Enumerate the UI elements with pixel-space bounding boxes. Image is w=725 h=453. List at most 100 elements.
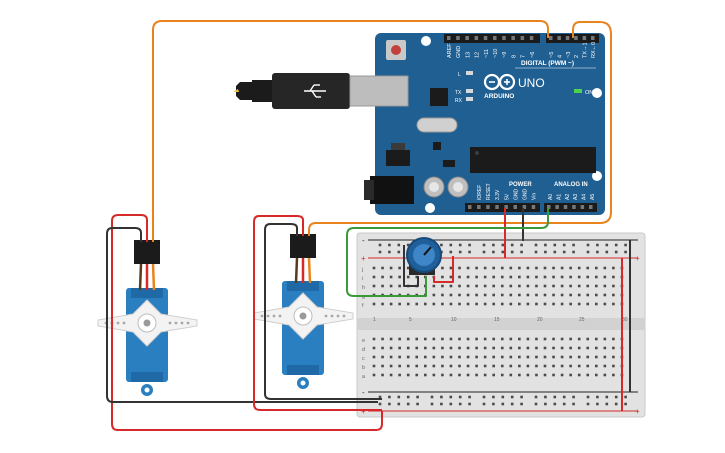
breadboard-hole	[612, 284, 615, 288]
rail-hole	[378, 243, 382, 247]
breadboard-hole	[543, 293, 547, 297]
header-pin	[574, 36, 578, 40]
breadboard-hole	[458, 373, 461, 377]
breadboard-hole	[518, 364, 521, 368]
breadboard-hole	[586, 346, 590, 350]
wires	[106, 20, 631, 431]
breadboard-hole	[492, 346, 495, 350]
breadboard-hole	[441, 346, 444, 350]
digital-pin-label: 2	[574, 55, 580, 58]
breadboard-hole	[466, 302, 470, 306]
breadboard-hole	[406, 373, 410, 377]
wire-servo1-power	[111, 214, 383, 431]
breadboard-hole	[432, 355, 436, 359]
rail-hole	[397, 243, 401, 247]
digital-pin-label: 8	[511, 55, 517, 58]
wire-servo1-ground	[106, 227, 378, 403]
breadboard-hole	[518, 275, 521, 279]
potentiometer[interactable]	[406, 237, 442, 275]
header-pin	[504, 205, 508, 209]
breadboard-hole	[449, 302, 453, 306]
header-pin	[555, 205, 559, 209]
breadboard-hole	[398, 355, 401, 359]
breadboard-hole	[518, 266, 521, 270]
breadboard-hole	[603, 364, 607, 368]
breadboard-hole	[535, 293, 538, 297]
col-number-25: 25	[579, 317, 585, 323]
header-pin	[486, 205, 490, 209]
breadboard-hole	[441, 364, 444, 368]
rail-hole	[458, 395, 462, 399]
breadboard-hole	[569, 355, 572, 359]
mounting-hole	[421, 36, 431, 46]
breadboard-hole	[432, 373, 436, 377]
breadboard-hole	[492, 337, 495, 341]
rail-hole	[534, 250, 538, 254]
breadboard-hole	[389, 302, 393, 306]
rail-hole	[572, 243, 575, 247]
power-pin-label: GND	[523, 189, 529, 201]
led-l-label: L	[458, 72, 461, 78]
col-number-10: 10	[451, 317, 457, 323]
rail-hole	[586, 243, 590, 247]
rail-hole	[449, 395, 453, 399]
wire-pot-ground	[403, 245, 419, 287]
breadboard-hole	[458, 364, 461, 368]
rail-hole	[501, 250, 505, 254]
digital-pin-label: 12	[475, 52, 481, 58]
breadboard-hole	[595, 337, 598, 341]
breadboard-hole	[389, 346, 393, 350]
col-number-15: 15	[494, 317, 500, 323]
breadboard-hole	[560, 266, 564, 270]
header-pin	[557, 36, 561, 40]
breadboard-hole	[577, 364, 581, 368]
rail-hole	[596, 395, 599, 399]
rail-hole	[624, 395, 627, 399]
breadboard-hole	[466, 275, 470, 279]
breadboard-hole	[381, 373, 384, 377]
breadboard-hole	[560, 284, 564, 288]
rail-hole	[449, 243, 453, 247]
rail-hole	[416, 402, 419, 406]
header-pin	[549, 36, 553, 40]
rail-hole	[614, 250, 618, 254]
breadboard-hole	[518, 346, 521, 350]
breadboard-hole	[526, 266, 530, 270]
rail-hole	[416, 395, 419, 399]
digital-label: DIGITAL (PWM ~)	[521, 60, 574, 67]
breadboard-hole	[372, 337, 376, 341]
breadboard-hole	[415, 355, 419, 359]
breadboard-hole	[569, 302, 572, 306]
breadboard-hole	[552, 364, 555, 368]
rail-hole	[449, 250, 453, 254]
breadboard-hole	[509, 346, 513, 350]
reset-button-cap[interactable]	[391, 45, 401, 55]
breadboard-hole	[500, 373, 504, 377]
wire-servo1-signal	[152, 20, 549, 242]
usb-icon	[304, 84, 326, 98]
breadboard-hole	[458, 266, 461, 270]
row-letter-b: b	[362, 365, 365, 371]
breadboard-hole	[526, 364, 530, 368]
breadboard-hole	[372, 284, 376, 288]
breadboard-hole	[595, 284, 598, 288]
header-pin	[477, 205, 481, 209]
rail-hole	[534, 243, 538, 247]
breadboard-hole	[432, 346, 436, 350]
header-pin	[582, 36, 587, 40]
breadboard-hole	[535, 346, 538, 350]
breadboard-hole	[543, 302, 547, 306]
breadboard-hole	[381, 284, 384, 288]
rail-hole	[586, 395, 590, 399]
row-letter-f: f	[362, 303, 364, 309]
analog-header	[544, 203, 597, 212]
breadboard-hole	[389, 337, 393, 341]
breadboard-hole	[415, 364, 419, 368]
breadboard-hole	[381, 266, 384, 270]
rail-hole	[388, 250, 391, 254]
breadboard-hole	[424, 302, 427, 306]
breadboard-hole	[372, 266, 376, 270]
breadboard-hole	[552, 373, 555, 377]
rail-hole	[449, 402, 453, 406]
